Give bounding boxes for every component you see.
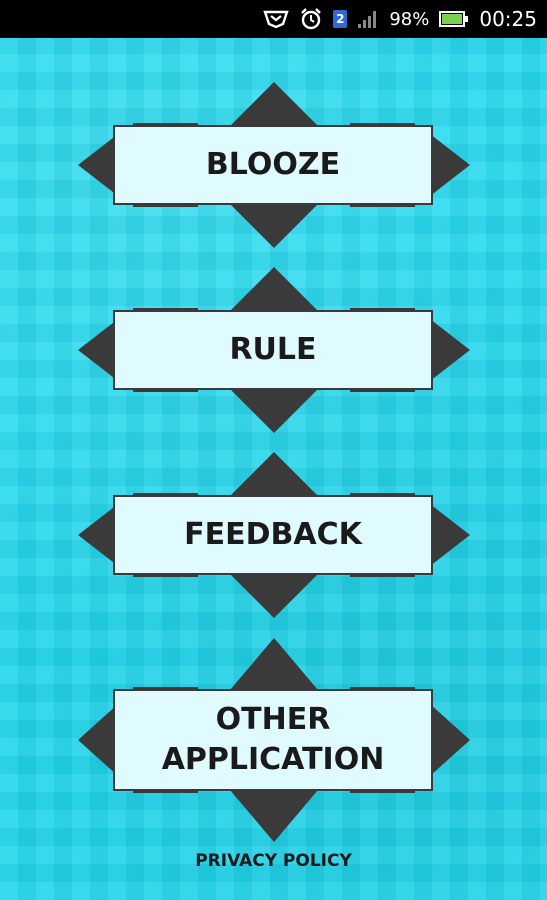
signal-icon bbox=[357, 9, 379, 29]
alarm-clock-icon bbox=[299, 7, 323, 31]
menu-item-other-application: OTHER APPLICATION bbox=[78, 638, 470, 842]
blooze-button[interactable]: BLOOZE bbox=[113, 125, 433, 205]
rule-button[interactable]: RULE bbox=[113, 310, 433, 390]
privacy-policy-link[interactable]: PRIVACY POLICY bbox=[195, 851, 352, 871]
battery-icon bbox=[439, 11, 469, 27]
battery-fill bbox=[442, 14, 462, 24]
feedback-button[interactable]: FEEDBACK bbox=[113, 495, 433, 575]
bbm-icon bbox=[263, 9, 290, 29]
menu-item-feedback: FEEDBACK bbox=[78, 452, 470, 618]
sim-card-icon: 2 bbox=[333, 10, 348, 28]
battery-percent: 98% bbox=[389, 8, 430, 30]
menu-item-blooze: BLOOZE bbox=[78, 82, 470, 248]
clock-time: 00:25 bbox=[479, 7, 537, 31]
menu-item-rule: RULE bbox=[78, 267, 470, 433]
other-application-button[interactable]: OTHER APPLICATION bbox=[113, 689, 433, 791]
status-bar: 2 98% 00:25 bbox=[0, 0, 547, 38]
